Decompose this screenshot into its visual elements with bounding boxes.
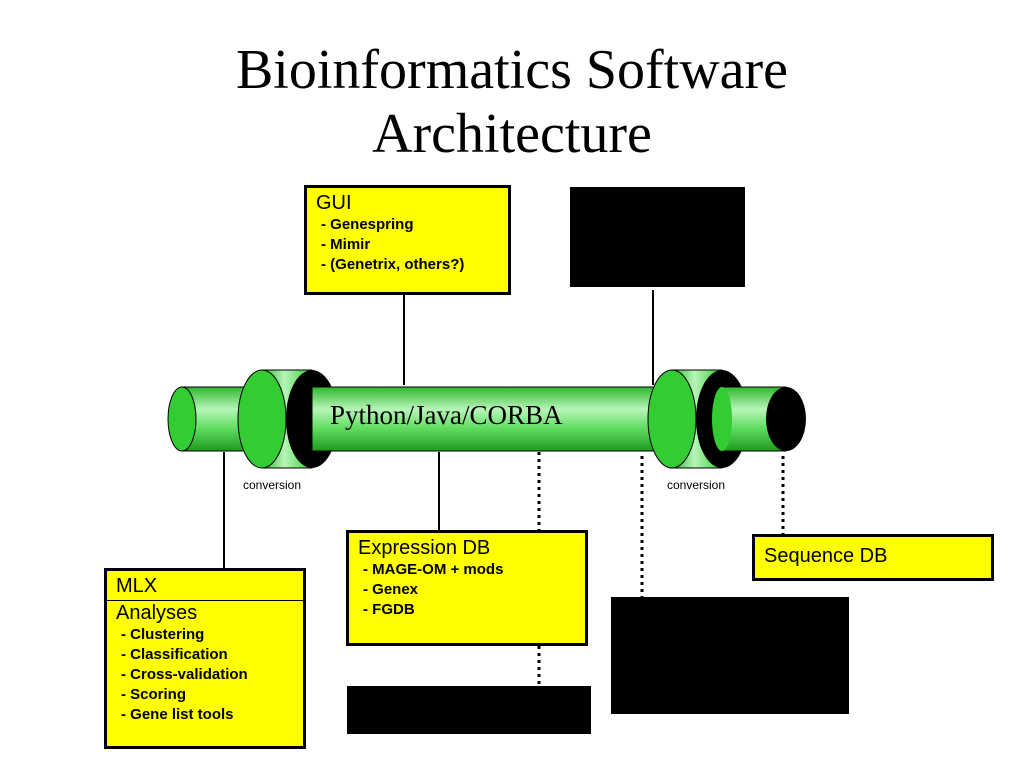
top-right-black-box [570, 187, 745, 287]
mlx-box: MLX Analyses - Clustering - Classificati… [104, 568, 306, 749]
gui-item: - Genespring [321, 216, 414, 233]
slide-title: Bioinformatics Software Architecture [0, 38, 1024, 166]
mlx-item: - Cross-validation [121, 666, 248, 683]
mlx-subheading: Analyses [116, 602, 198, 624]
main-pipe [311, 386, 669, 452]
mlx-item: - Gene list tools [121, 706, 234, 723]
mlx-divider [107, 600, 303, 601]
expression-db-item: - FGDB [363, 601, 415, 618]
connector-lines [223, 290, 654, 568]
expression-db-item: - Genex [363, 581, 419, 598]
bottom-black-box [347, 686, 591, 734]
conversion-label-left: conversion [243, 478, 302, 492]
expression-db-heading: Expression DB [358, 537, 491, 559]
mlx-item: - Clustering [121, 626, 205, 643]
lower-right-black-box [611, 597, 849, 714]
dotted-connectors [537, 452, 785, 686]
right-pipe-segment [712, 386, 806, 452]
mlx-item: - Classification [121, 646, 228, 663]
gui-box: GUI - Genespring - Mimir - (Genetrix, ot… [304, 185, 511, 295]
gui-item: - (Genetrix, others?) [321, 256, 465, 273]
gui-item: - Mimir [321, 236, 371, 253]
sequence-db-heading: Sequence DB [764, 545, 888, 567]
mlx-item: - Scoring [121, 686, 187, 703]
title-line-2: Architecture [372, 103, 652, 165]
mlx-heading: MLX [116, 575, 158, 597]
expression-db-item: - MAGE-OM + mods [363, 561, 504, 578]
pipe-label: Python/Java/CORBA [330, 400, 563, 430]
title-line-1: Bioinformatics Software [235, 39, 789, 101]
gui-heading: GUI [316, 192, 352, 214]
expression-db-box: Expression DB - MAGE-OM + mods - Genex -… [346, 530, 588, 646]
sequence-db-box: Sequence DB [752, 534, 994, 581]
conversion-label-right: conversion [667, 478, 726, 492]
